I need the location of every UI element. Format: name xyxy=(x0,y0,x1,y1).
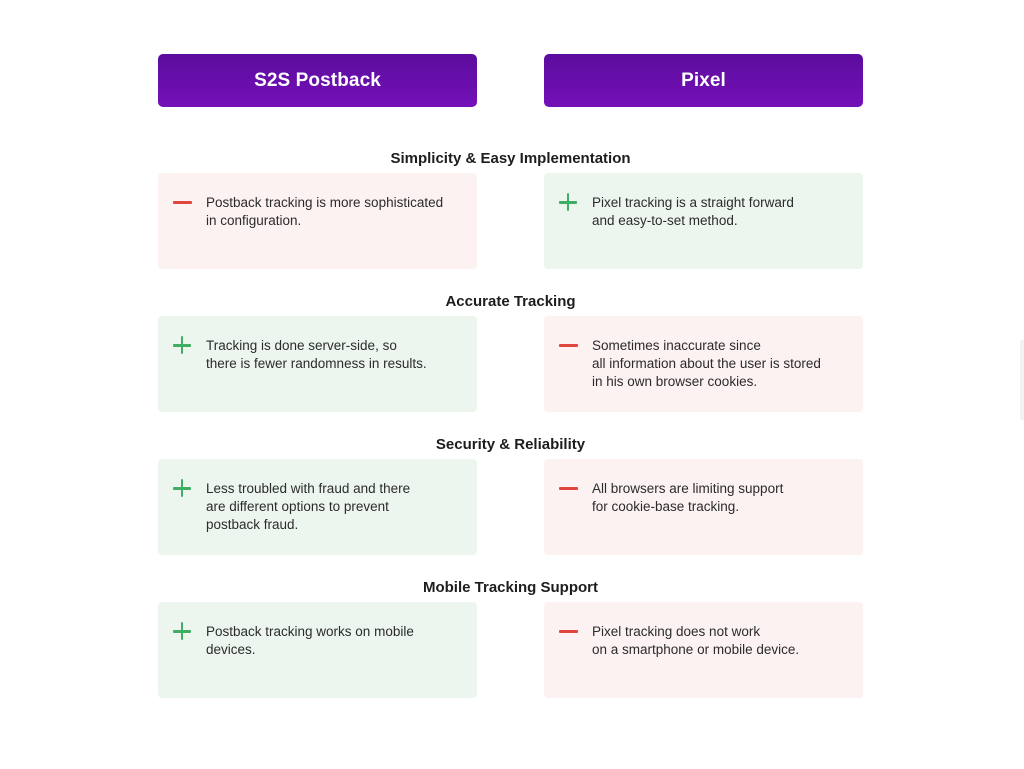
s2s-postback-card: Postback tracking works on mobile device… xyxy=(158,602,477,698)
minus-icon xyxy=(558,336,578,356)
section-title: Accurate Tracking xyxy=(445,293,576,310)
plus-icon xyxy=(172,622,192,642)
pixel-card: All browsers are limiting support for co… xyxy=(544,459,863,555)
section-row: Less troubled with fraud and there are d… xyxy=(158,459,863,555)
card-text: Postback tracking is more sophisticated … xyxy=(206,195,444,228)
comparison-table: S2S Postback Pixel Simplicity & Easy Imp… xyxy=(158,54,863,698)
s2s-postback-card: Less troubled with fraud and there are d… xyxy=(158,459,477,555)
pixel-card: Pixel tracking is a straight forward and… xyxy=(544,173,863,269)
minus-icon xyxy=(172,193,192,213)
section-title: Security & Reliability xyxy=(435,436,586,453)
plus-icon xyxy=(558,193,578,213)
plus-icon xyxy=(172,479,192,499)
section-mobile-tracking: Mobile Tracking Support Postback trackin… xyxy=(158,579,863,698)
section-title: Mobile Tracking Support xyxy=(422,579,598,596)
s2s-postback-card: Tracking is done server-side, so there i… xyxy=(158,316,477,412)
section-row: Tracking is done server-side, so there i… xyxy=(158,316,863,412)
pixel-card: Sometimes inaccurate since all informati… xyxy=(544,316,863,412)
section-row: Postback tracking is more sophisticated … xyxy=(158,173,863,269)
section-security-reliability: Security & Reliability Less troubled wit… xyxy=(158,436,863,555)
plus-icon xyxy=(172,336,192,356)
card-text: Sometimes inaccurate since all informati… xyxy=(592,338,821,389)
minus-icon xyxy=(558,622,578,642)
card-text: All browsers are limiting support for co… xyxy=(592,481,784,514)
section-title: Simplicity & Easy Implementation xyxy=(390,150,631,167)
section-row: Postback tracking works on mobile device… xyxy=(158,602,863,698)
side-scroll-tab[interactable] xyxy=(1020,340,1024,420)
card-text: Postback tracking works on mobile device… xyxy=(206,624,414,657)
column-header-s2s-postback: S2S Postback xyxy=(158,54,477,107)
pixel-card: Pixel tracking does not work on a smartp… xyxy=(544,602,863,698)
card-text: Pixel tracking is a straight forward and… xyxy=(592,195,794,228)
column-headers: S2S Postback Pixel xyxy=(158,54,863,107)
s2s-postback-card: Postback tracking is more sophisticated … xyxy=(158,173,477,269)
column-header-pixel: Pixel xyxy=(544,54,863,107)
card-text: Pixel tracking does not work on a smartp… xyxy=(592,624,800,657)
section-simplicity: Simplicity & Easy Implementation Postbac… xyxy=(158,150,863,269)
section-accurate-tracking: Accurate Tracking Tracking is done serve… xyxy=(158,293,863,412)
card-text: Less troubled with fraud and there are d… xyxy=(206,481,411,532)
card-text: Tracking is done server-side, so there i… xyxy=(206,338,427,371)
minus-icon xyxy=(558,479,578,499)
